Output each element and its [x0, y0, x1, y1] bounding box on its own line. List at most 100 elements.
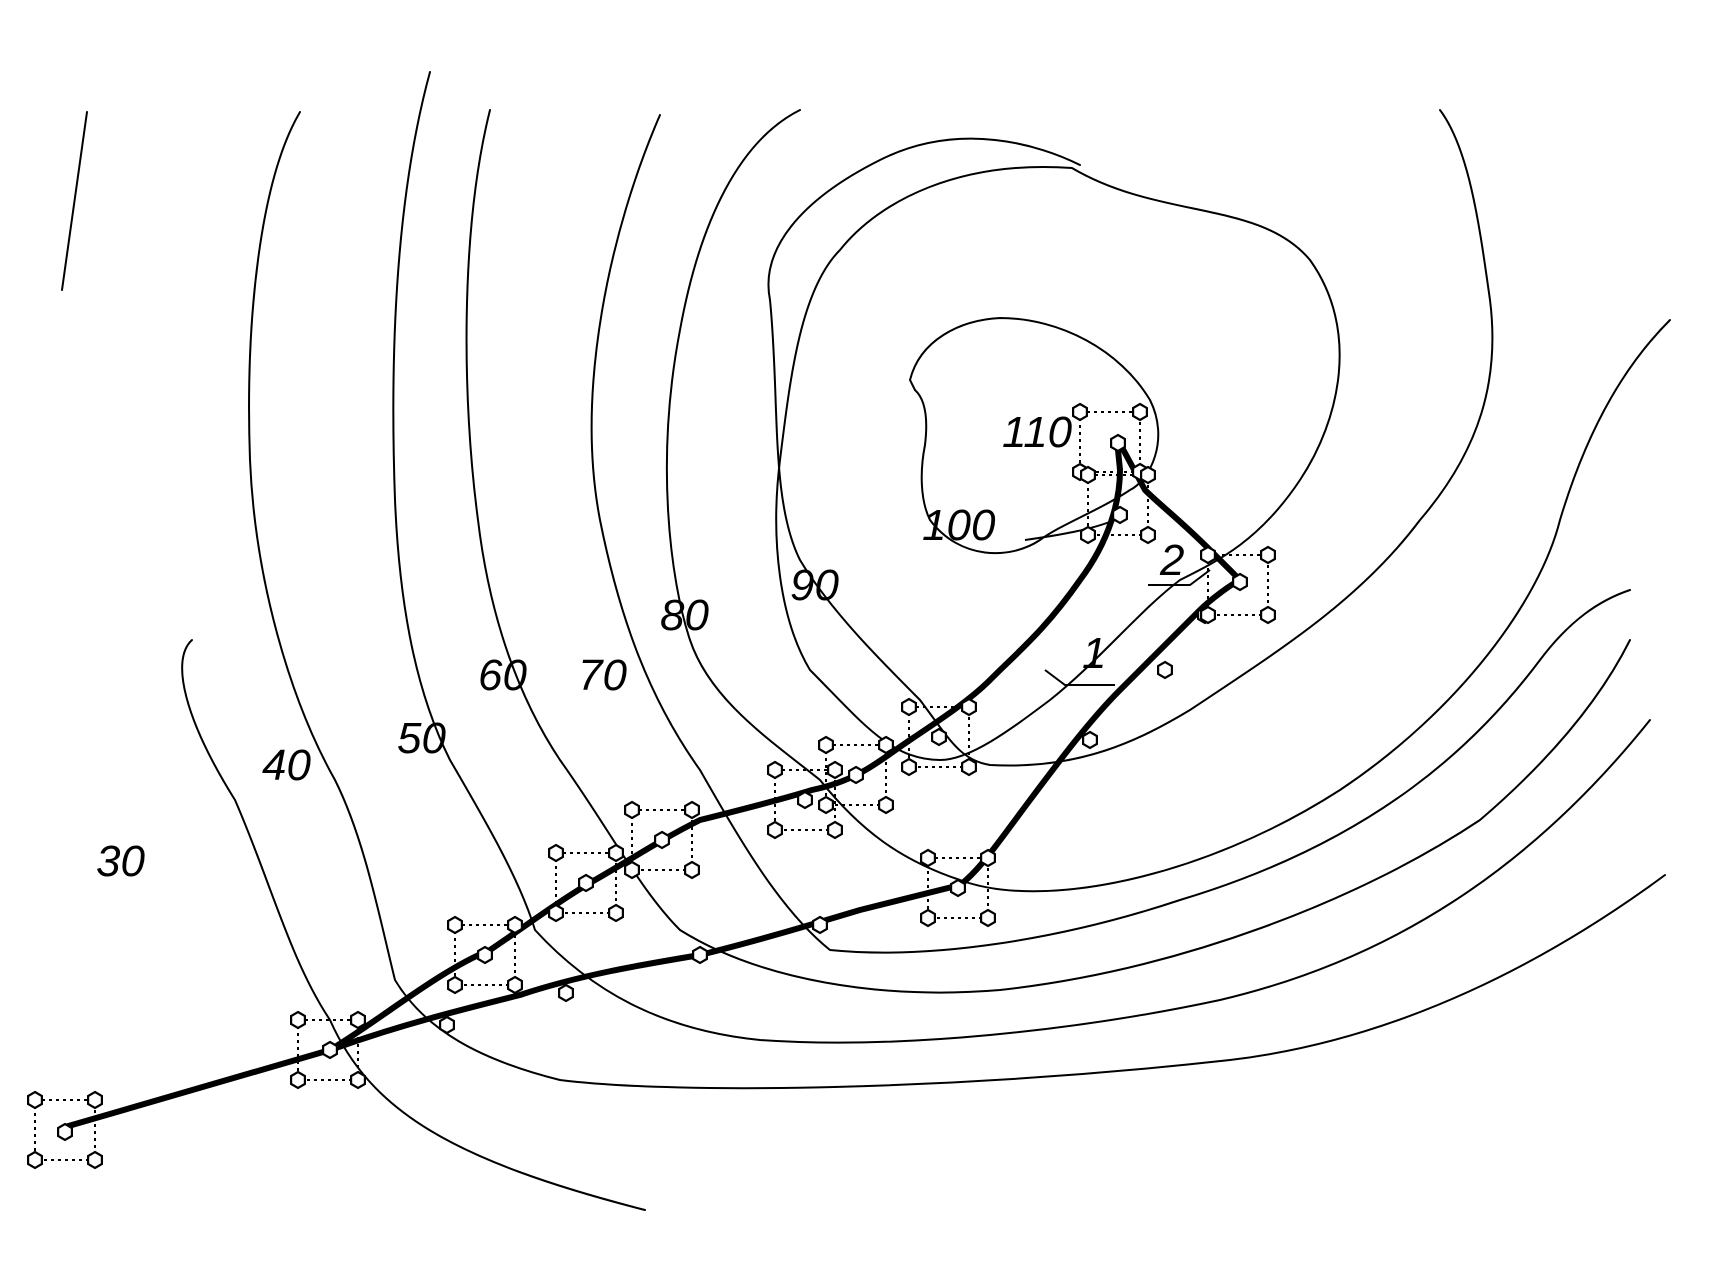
grid-box: [1207, 554, 1269, 616]
route-node-marker: [439, 1015, 455, 1035]
route-node-marker: [797, 790, 813, 810]
leader-line-2: [1148, 569, 1211, 586]
route-node-marker: [767, 820, 783, 840]
route-node-marker: [27, 1150, 43, 1170]
route-trunk: [62, 1047, 333, 1130]
route-node-marker: [1260, 605, 1276, 625]
route-node-marker: [1140, 525, 1156, 545]
route-node-marker: [57, 1122, 73, 1142]
contour-line-40: [248, 111, 1666, 1090]
route-node-marker: [447, 975, 463, 995]
route-labels: 1 2: [1082, 536, 1184, 678]
route-node-marker: [1132, 402, 1148, 422]
route-node-marker: [818, 735, 834, 755]
grid-box: [454, 924, 516, 986]
route-node-marker: [901, 757, 917, 777]
route-node-marker: [548, 903, 564, 923]
grid-box: [297, 1019, 359, 1081]
route-node-marker: [961, 697, 977, 717]
route-node-marker: [624, 800, 640, 820]
route-node-marker: [290, 1010, 306, 1030]
route-node-marker: [980, 848, 996, 868]
route-node-marker: [578, 873, 594, 893]
route-label-1: 1: [1082, 629, 1106, 678]
contour-line-far-left: [61, 111, 88, 291]
route-node-marker: [608, 903, 624, 923]
route-node-marker: [654, 830, 670, 850]
route-node-marker: [322, 1040, 338, 1060]
route-node-marker: [290, 1070, 306, 1090]
contour-label-50: 50: [397, 714, 446, 763]
grid-boxes: [34, 411, 1269, 1161]
route-node-marker: [507, 915, 523, 935]
contour-label-110: 110: [1002, 408, 1073, 457]
route-node-marker: [818, 795, 834, 815]
contour-label-60: 60: [478, 651, 527, 700]
route-node-marker: [477, 945, 493, 965]
contour-line-110: [909, 317, 1160, 555]
route-node-marker: [87, 1150, 103, 1170]
route-node-marker: [827, 760, 843, 780]
route-node-marker: [961, 757, 977, 777]
route-node-marker: [684, 860, 700, 880]
route-node-marker: [1110, 433, 1126, 453]
leader-line-1: [1044, 669, 1115, 686]
route-node-marker: [507, 975, 523, 995]
route-node-marker: [901, 697, 917, 717]
route-node-marker: [447, 915, 463, 935]
contour-line-100: [775, 166, 1341, 761]
leader-line-100: [1024, 519, 1116, 541]
contour-label-70: 70: [578, 651, 627, 700]
route-node-marker: [920, 848, 936, 868]
route-node-marker: [624, 860, 640, 880]
route-node-marker: [27, 1090, 43, 1110]
grid-box: [34, 1099, 96, 1161]
contour-label-80: 80: [660, 591, 709, 640]
route-node-marker: [1080, 465, 1096, 485]
route-node-marker: [1112, 505, 1128, 525]
route-node-marker: [878, 795, 894, 815]
route-node-marker: [920, 908, 936, 928]
route-node-marker: [350, 1070, 366, 1090]
grid-box: [555, 852, 617, 914]
route-node-marker: [350, 1010, 366, 1030]
route-1: [327, 437, 1123, 1053]
route-node-marker: [848, 765, 864, 785]
route-node-marker: [1200, 545, 1216, 565]
route-node-marker: [548, 843, 564, 863]
contour-line-50: [392, 71, 1651, 1044]
route-node-marker: [684, 800, 700, 820]
route-node-marker: [980, 908, 996, 928]
route-node-marker: [1082, 730, 1098, 750]
contour-label-30: 30: [96, 837, 145, 886]
route-node-marker: [1072, 402, 1088, 422]
contour-label-100: 100: [922, 501, 996, 550]
contour-line-60: [465, 109, 1631, 994]
contour-line-80: [665, 109, 1671, 893]
contour-line-30: [181, 639, 646, 1211]
contour-line-70: [590, 114, 1631, 954]
contour-line-90: [767, 109, 1494, 767]
grid-box: [1079, 411, 1141, 473]
grid-box: [927, 857, 989, 919]
grid-box: [908, 706, 970, 768]
route-node-marker: [767, 760, 783, 780]
route-node-marker: [1157, 660, 1173, 680]
grid-box: [631, 809, 693, 871]
route-node-marker: [608, 843, 624, 863]
grid-box: [1087, 474, 1149, 536]
route-markers: [27, 402, 1276, 1170]
grid-box: [825, 744, 887, 806]
routes: [62, 437, 1243, 1130]
route-node-marker: [1140, 465, 1156, 485]
route-node-marker: [812, 915, 828, 935]
route-node-marker: [827, 820, 843, 840]
route-node-marker: [1260, 545, 1276, 565]
contour-label-90: 90: [790, 561, 839, 610]
route-node-marker: [692, 945, 708, 965]
route-node-marker: [1232, 572, 1248, 592]
contour-lines: [61, 71, 1671, 1211]
route-node-marker: [1200, 605, 1216, 625]
